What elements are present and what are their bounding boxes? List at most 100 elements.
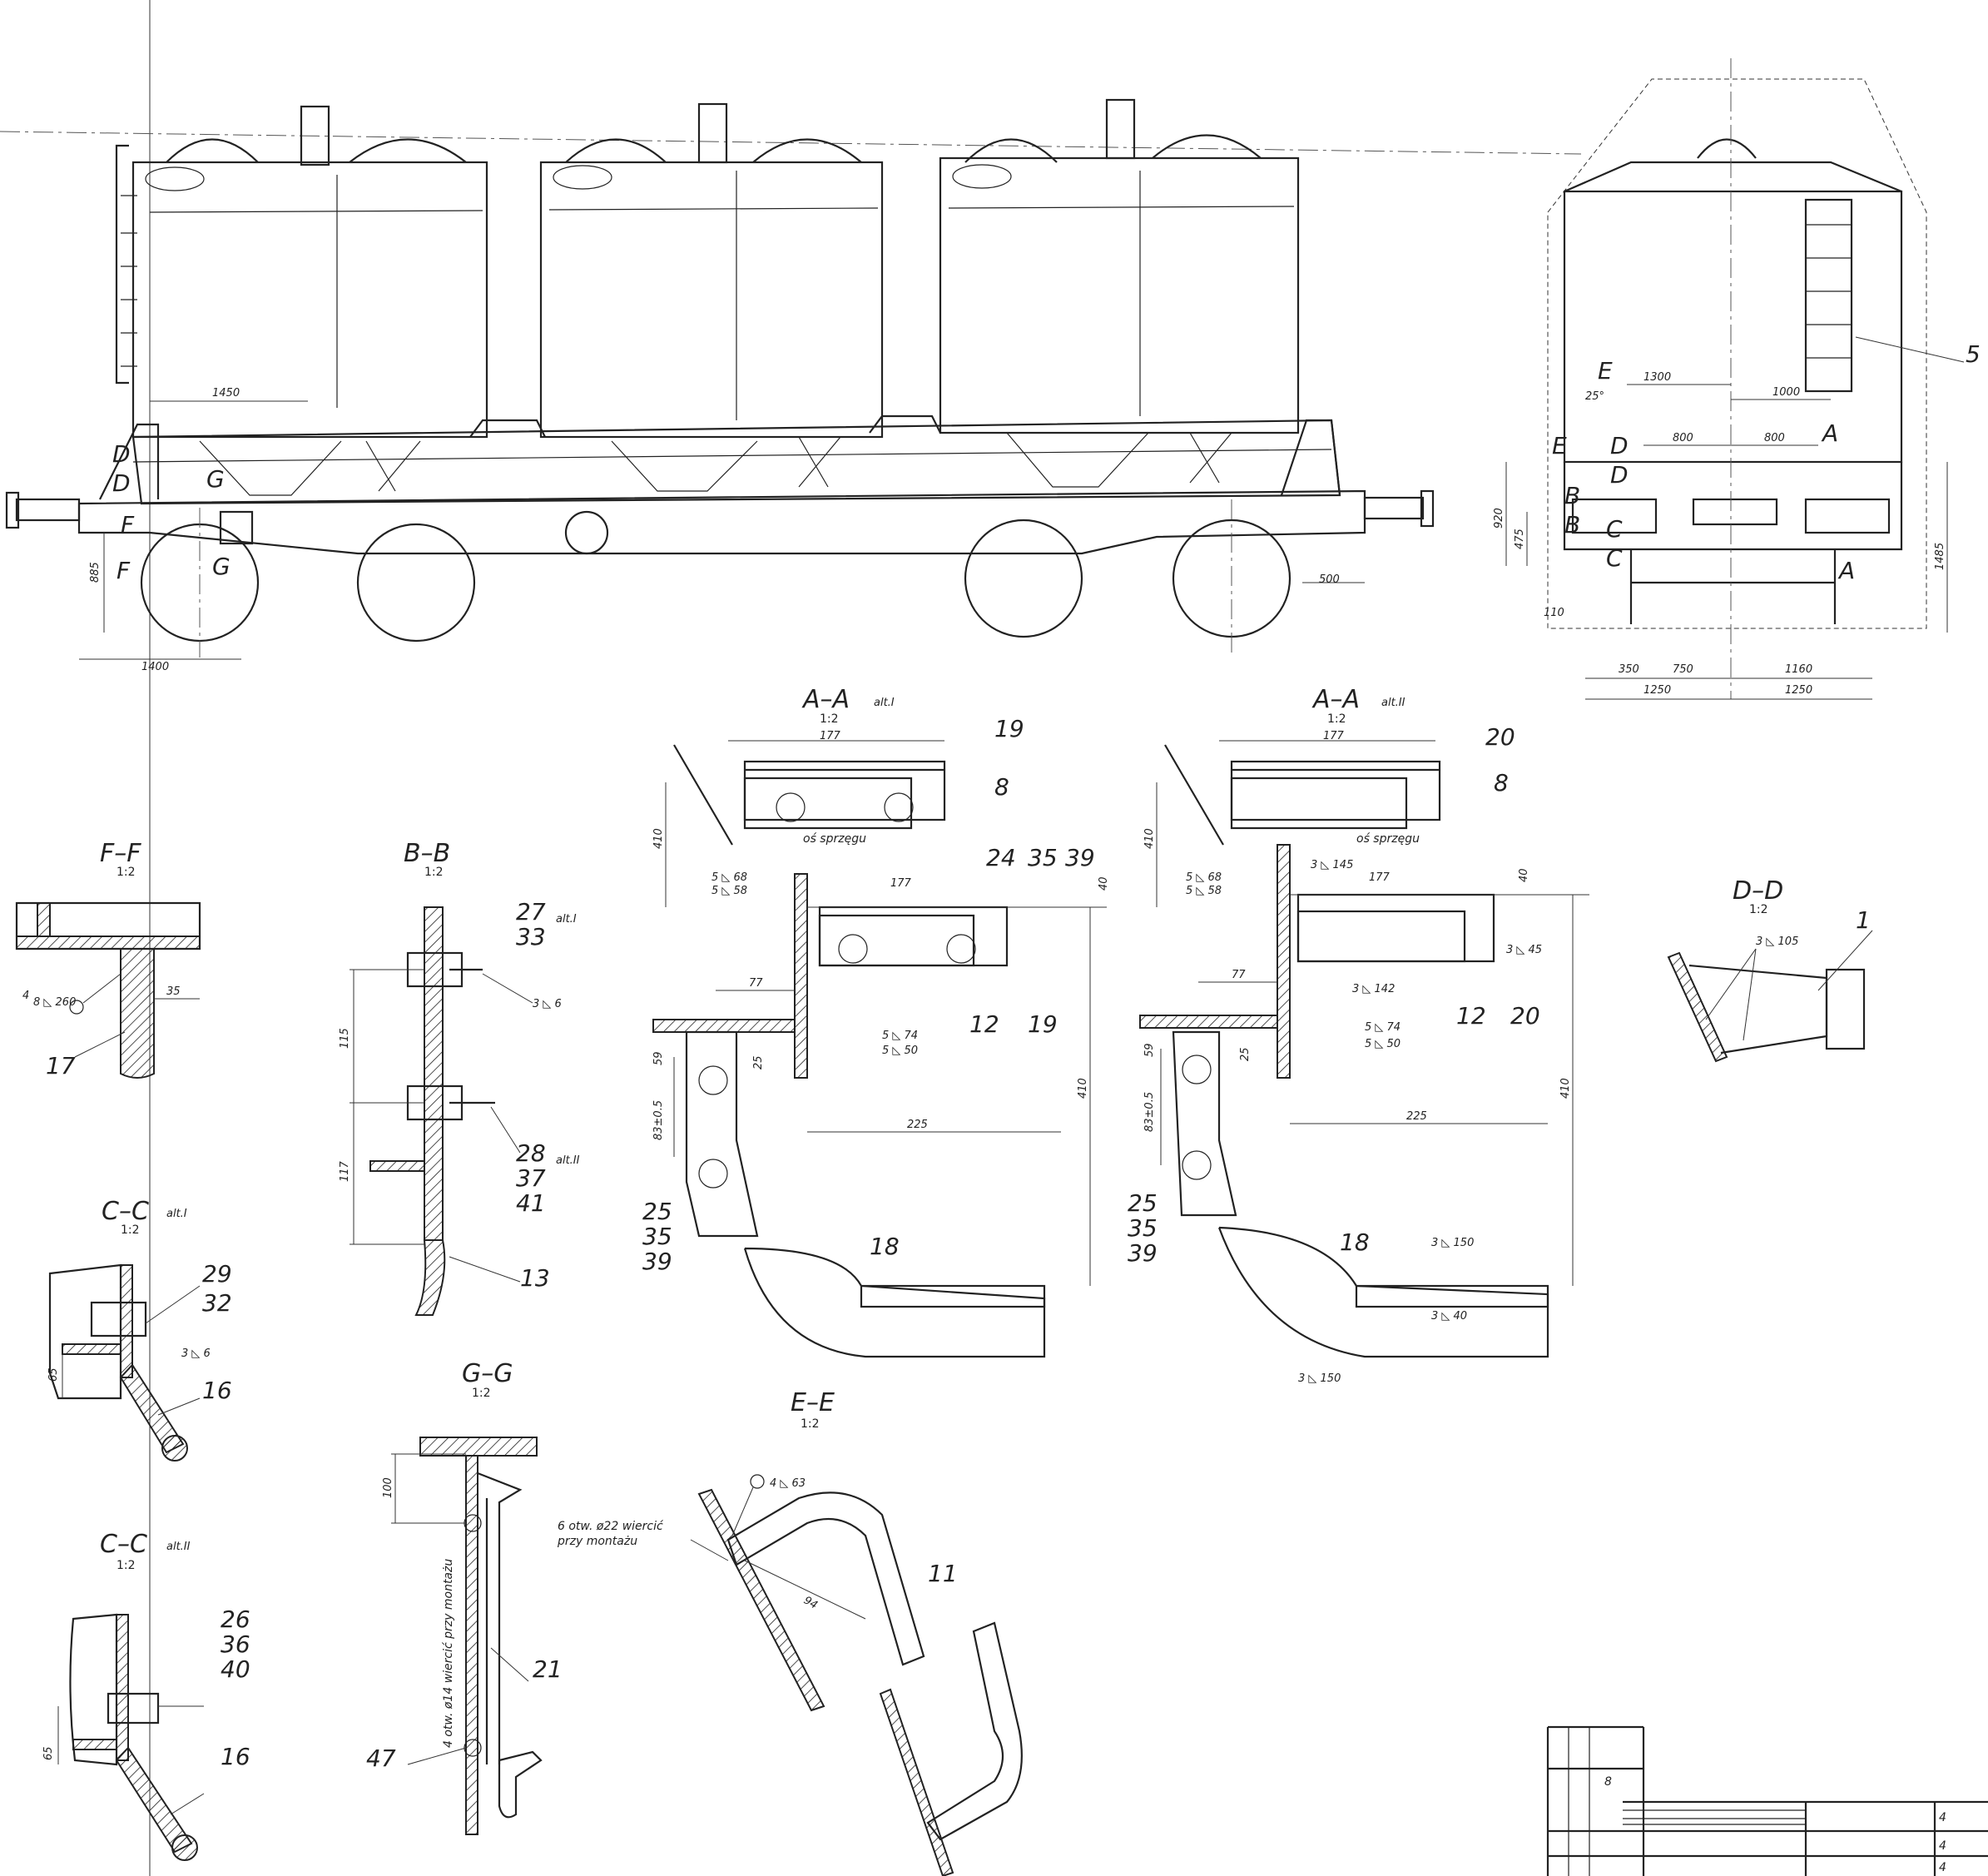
section-ee-scale: 1:2 bbox=[801, 1417, 820, 1431]
section-gg-drawing bbox=[391, 1437, 543, 1835]
gg-dim-100: 100 bbox=[382, 1477, 394, 1498]
section-dd-drawing bbox=[1667, 930, 1873, 1063]
end-marker-d-1: D bbox=[1610, 432, 1629, 459]
cc2-part-16: 16 bbox=[221, 1743, 250, 1770]
section-aa2-alt: alt.II bbox=[1381, 697, 1405, 709]
section-cc1-title: C–C bbox=[102, 1197, 149, 1226]
marker-d-1: D bbox=[112, 440, 131, 468]
aa2-dim-83: 83±0.5 bbox=[1143, 1092, 1156, 1132]
aa2-weld-3: 3 ◺ 145 bbox=[1311, 859, 1353, 871]
cc1-part-16: 16 bbox=[202, 1377, 232, 1404]
section-aa1-title: A–A bbox=[801, 685, 850, 714]
aa2-weld-4: 3 ◺ 45 bbox=[1506, 944, 1542, 956]
cc2-part-26: 26 bbox=[221, 1606, 250, 1633]
section-ee-title: E–E bbox=[791, 1388, 835, 1417]
aa1-dim-59: 59 bbox=[652, 1051, 665, 1065]
part-5: 5 bbox=[1966, 340, 1981, 368]
marker-g-1: G bbox=[206, 465, 225, 493]
aa2-dim-25: 25 bbox=[1239, 1047, 1252, 1061]
ff-weld-2: 4 bbox=[22, 990, 29, 1002]
ee-part-11: 11 bbox=[928, 1560, 958, 1587]
aa1-part-35: 35 bbox=[1028, 844, 1058, 871]
dim-1450: 1450 bbox=[212, 387, 240, 400]
section-cc2-alt: alt.II bbox=[166, 1541, 191, 1553]
aa1-dim-177-b: 177 bbox=[890, 877, 912, 890]
section-bb-scale: 1:2 bbox=[424, 866, 444, 879]
cc1-part-29: 29 bbox=[202, 1260, 232, 1288]
aa1-part-19-b: 19 bbox=[1028, 1010, 1058, 1038]
aa2-dim-177-a: 177 bbox=[1323, 730, 1345, 742]
end-dim-1250-a: 1250 bbox=[1643, 684, 1671, 697]
dim-500: 500 bbox=[1319, 573, 1340, 586]
end-dim-1300: 1300 bbox=[1643, 371, 1671, 384]
title-cell-8: 8 bbox=[1604, 1775, 1612, 1789]
aa2-weld-10: 3 ◺ 150 bbox=[1298, 1372, 1341, 1385]
title-cell-4-a: 4 bbox=[1939, 1811, 1946, 1824]
ee-dim-94: 94 bbox=[801, 1594, 820, 1611]
section-gg-title: G–G bbox=[462, 1359, 513, 1388]
aa2-part-20-a: 20 bbox=[1485, 723, 1515, 751]
aa1-part-12: 12 bbox=[969, 1010, 999, 1038]
aa2-part-20-b: 20 bbox=[1510, 1002, 1540, 1030]
end-dim-350: 350 bbox=[1619, 663, 1639, 676]
section-ff-title: F–F bbox=[100, 839, 141, 868]
aa1-part-8: 8 bbox=[994, 773, 1009, 801]
section-cc2-drawing bbox=[57, 1613, 205, 1861]
aa1-dim-40: 40 bbox=[1098, 876, 1110, 891]
aa1-dim-83: 83±0.5 bbox=[652, 1100, 665, 1140]
ee-weld: 4 ◺ 63 bbox=[770, 1477, 806, 1490]
section-ff-drawing bbox=[15, 901, 201, 1079]
bb-part-27: 27 bbox=[516, 898, 546, 926]
aa1-dim-410-a: 410 bbox=[652, 828, 665, 849]
dim-885: 885 bbox=[89, 562, 102, 583]
aa2-part-25-stack: 25 bbox=[1128, 1189, 1158, 1217]
section-cc1-drawing bbox=[48, 1263, 201, 1462]
title-cell-4-b: 4 bbox=[1939, 1839, 1946, 1853]
aa2-note-coupler-axis: oś sprzęgu bbox=[1356, 832, 1420, 846]
title-cell-4-c: 4 bbox=[1939, 1861, 1946, 1874]
bb-weld: 3 ◺ 6 bbox=[533, 998, 562, 1010]
bb-alt-1: alt.I bbox=[556, 913, 577, 926]
end-marker-b-2: B bbox=[1564, 511, 1580, 538]
ee-note-2: przy montażu bbox=[557, 1535, 637, 1548]
cc2-part-36: 36 bbox=[221, 1630, 250, 1658]
dd-part-1: 1 bbox=[1856, 906, 1871, 934]
marker-f-2: F bbox=[117, 557, 131, 584]
aa2-weld-9: 3 ◺ 40 bbox=[1431, 1310, 1467, 1323]
section-ff-scale: 1:2 bbox=[117, 866, 136, 879]
end-dim-110: 110 bbox=[1544, 607, 1564, 619]
section-aa2-scale: 1:2 bbox=[1327, 712, 1346, 726]
ee-note-1: 6 otw. ø22 wiercić bbox=[558, 1520, 664, 1533]
ff-part-17: 17 bbox=[46, 1052, 76, 1079]
ff-weld: 8 ◺ 260 bbox=[33, 996, 76, 1009]
marker-d-2: D bbox=[112, 469, 131, 497]
end-marker-c-2: C bbox=[1606, 544, 1623, 572]
aa1-dim-77: 77 bbox=[749, 977, 763, 990]
end-dim-920: 920 bbox=[1493, 508, 1505, 529]
bb-part-41: 41 bbox=[516, 1189, 546, 1217]
aa1-part-24: 24 bbox=[986, 844, 1016, 871]
aa1-weld-4: 5 ◺ 50 bbox=[882, 1045, 918, 1057]
aa1-note-coupler-axis: oś sprzęgu bbox=[803, 832, 866, 846]
bb-part-37: 37 bbox=[516, 1164, 546, 1192]
aa1-part-18: 18 bbox=[870, 1233, 900, 1260]
bb-dim-115: 115 bbox=[339, 1028, 351, 1049]
aa2-part-12: 12 bbox=[1456, 1002, 1486, 1030]
end-dim-800-a: 800 bbox=[1673, 432, 1693, 444]
end-marker-a-1: A bbox=[1821, 419, 1838, 447]
aa2-weld-8: 3 ◺ 150 bbox=[1431, 1237, 1474, 1249]
end-dim-750: 750 bbox=[1673, 663, 1693, 676]
section-aa2-title: A–A bbox=[1311, 685, 1360, 714]
section-cc2-scale: 1:2 bbox=[117, 1559, 136, 1572]
bb-dim-117: 117 bbox=[339, 1160, 351, 1182]
aa2-part-8: 8 bbox=[1494, 769, 1509, 797]
section-bb-title: B–B bbox=[404, 839, 450, 868]
section-cc1-scale: 1:2 bbox=[121, 1223, 140, 1237]
aa2-part-18: 18 bbox=[1340, 1228, 1370, 1256]
section-bb-drawing bbox=[350, 906, 533, 1316]
section-gg-scale: 1:2 bbox=[472, 1387, 491, 1400]
end-view-wagon bbox=[1505, 58, 1965, 700]
end-dim-1160: 1160 bbox=[1785, 663, 1812, 676]
end-dim-25deg: 25° bbox=[1585, 390, 1604, 403]
